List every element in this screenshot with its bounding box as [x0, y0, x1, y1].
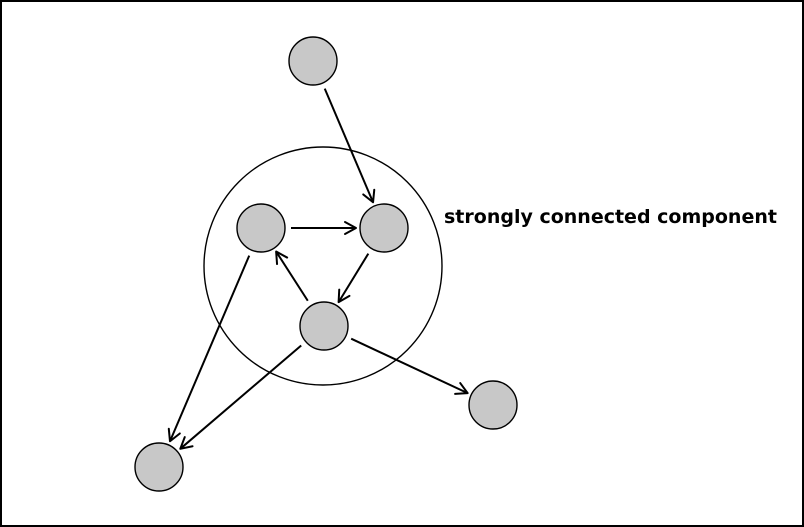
edge-scc-right-node-to-scc-bottom-node	[337, 253, 370, 304]
edge-scc-bottom-node-to-scc-left-node	[275, 250, 309, 302]
edge-line	[169, 255, 251, 442]
edge-source-node-to-scc-right-node	[323, 88, 376, 204]
edge-scc-bottom-node-to-left-sink-node	[179, 344, 302, 450]
left-sink-node	[134, 442, 184, 492]
edge-line	[323, 88, 374, 203]
arrowhead-icon	[337, 288, 351, 304]
edge-scc-left-node-to-scc-right-node	[291, 221, 357, 235]
scc-left-node	[236, 203, 286, 253]
edge-scc-bottom-node-to-right-sink-node	[350, 337, 469, 395]
edge-line	[350, 337, 469, 395]
arrowhead-icon	[344, 221, 357, 235]
edge-line	[275, 251, 309, 302]
arrowhead-icon	[167, 427, 181, 443]
scc-right-node	[359, 203, 409, 253]
scc-boundary-circle	[203, 146, 443, 386]
arrowhead-icon	[454, 382, 469, 395]
edge-line	[179, 344, 302, 450]
scc-label: strongly connected component	[444, 206, 777, 228]
scc-bottom-node	[299, 301, 349, 351]
arrowhead-icon	[179, 436, 194, 450]
edge-line	[337, 253, 370, 303]
arrowhead-icon	[275, 250, 289, 266]
source-node	[288, 36, 338, 86]
edges-layer	[167, 88, 469, 450]
nodes-layer	[134, 36, 518, 492]
right-sink-node	[468, 380, 518, 430]
arrowhead-icon	[362, 188, 376, 204]
edge-scc-left-node-to-left-sink-node	[167, 255, 251, 443]
